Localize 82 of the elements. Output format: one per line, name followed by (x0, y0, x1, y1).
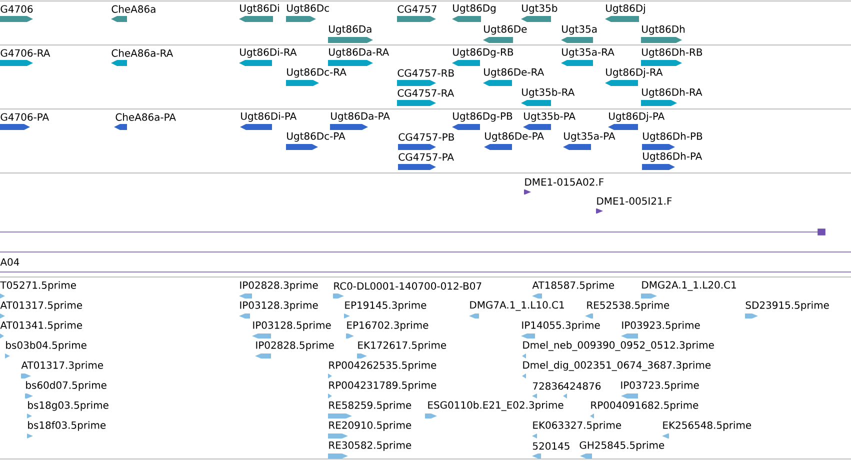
feature-label: Ugt86Di-PA (241, 112, 297, 122)
feature-label: RE58259.5prime (329, 401, 412, 411)
feature-label: Ugt86Dh-RB (642, 48, 702, 58)
feature-label: EK256548.5prime (663, 421, 752, 431)
feature-label: A04 (0, 258, 20, 266)
feature-label: Ugt86Da-RA (329, 48, 390, 58)
feature-label: CG4757-RB (398, 69, 454, 77)
feature-label: Ugt86Dh-RA (642, 88, 702, 98)
feature-label: RE20910.5prime (329, 421, 412, 431)
feature-label: RP004091682.5prime (591, 401, 698, 411)
feature-label: Ugt86Dj (606, 4, 645, 14)
feature-label: EP16702.3prime (347, 321, 428, 331)
feature-label: RE52538.5prime (587, 301, 670, 311)
feature-label: RP004231789.5prime (329, 381, 436, 391)
feature-label: AT01341.5prime (0, 321, 82, 331)
feature-label: Ugt86De (484, 25, 527, 35)
feature-label: CheA86a-PA (116, 113, 176, 121)
feature-label: bs03b04.5prime (6, 341, 86, 351)
feature-label: Ugt35b-RA (522, 88, 575, 98)
feature-label: EP19145.3prime (345, 301, 426, 311)
feature-label: IP03128.3prime (240, 301, 318, 311)
feature-label: 424876 (564, 382, 601, 390)
feature-label: Ugt86De-RA (484, 68, 544, 78)
feature-label: bs60d07.5prime (26, 381, 106, 391)
feature-label: IP02828.5prime (256, 341, 334, 351)
feature-label: 520145 (532, 442, 570, 450)
feature-label: Ugt35b-PA (524, 112, 576, 122)
feature-label: Ugt86Dh (642, 25, 685, 35)
feature-label: Ugt86Dc-PA (287, 132, 346, 142)
feature-label: T05271.5prime (0, 281, 76, 291)
feature-label: AT01317.3prime (21, 361, 104, 371)
feature-label: CG4757-PA (398, 153, 454, 161)
feature-label: RP004262535.5prime (329, 361, 436, 371)
feature-label: Dmel_neb_009390_0952_0512.3prime (523, 341, 714, 351)
feature-label: IP02828.3prime (240, 281, 318, 291)
feature-label: bs18g03.5prime (28, 401, 108, 411)
feature-label: Ugt86Di (240, 4, 279, 14)
feature-label: CheA86a-RA (112, 49, 174, 57)
feature-label: Ugt86Dg (453, 4, 496, 14)
feature-label: EK172617.5prime (358, 341, 446, 351)
feature-label: Dmel_dig_002351_0674_3687.3prime (523, 361, 711, 371)
feature-label: G4706-RA (0, 49, 50, 57)
feature-label: IP14055.3prime (522, 321, 600, 331)
feature-label: IP03723.5prime (621, 381, 699, 391)
feature-label: Ugt86Di-RA (240, 48, 297, 58)
feature-label: IP03923.5prime (622, 321, 700, 331)
feature-label: Ugt86Da (329, 25, 372, 35)
feature-label: RC0-DL0001-140700-012-B07 (334, 282, 482, 290)
feature-label: Ugt35a-RA (562, 48, 614, 58)
feature-label: Ugt35a-PA (564, 132, 616, 142)
feature-label: G4706-PA (0, 113, 49, 121)
feature-label: DME1-005I21.F (597, 197, 672, 205)
feature-label: 72836 (533, 382, 564, 390)
feature-label: IP03128.5prime (253, 321, 331, 331)
feature-label: CG4757 (398, 5, 436, 13)
feature-label: RE30582.5prime (329, 441, 412, 451)
feature-label: SD23915.5prime (746, 301, 829, 311)
feature-label: Ugt86Dh-PB (643, 132, 702, 142)
feature-label: CheA86a (112, 5, 156, 13)
feature-label: Ugt86Da-PA (331, 112, 390, 122)
feature-label: Ugt86Dh-PA (643, 152, 702, 162)
feature-label: Ugt86Dg-PB (453, 112, 512, 122)
feature-label: DMG7A.1_1.L10.C1 (470, 301, 564, 311)
feature-label: Ugt86De-PA (485, 132, 544, 142)
feature-label: EK063327.5prime (533, 421, 622, 431)
feature-label: GH25845.5prime (580, 441, 664, 451)
feature-label: CG4757-RA (398, 89, 454, 97)
feature-label: bs18f03.5prime (28, 421, 106, 431)
feature-label: AT18587.5prime (532, 281, 614, 291)
feature-label: Ugt86Dc (287, 4, 329, 14)
feature-label: Ugt86Dc-RA (287, 68, 346, 78)
feature-label: CG4757-PB (398, 133, 454, 141)
feature-label: ESG0110b.E21_E02.3prime (428, 401, 564, 411)
feature-label: Ugt86Dj-PA (609, 112, 665, 122)
feature-label: Ugt35b (522, 4, 558, 14)
feature-label: DME1-015A02.F (525, 178, 604, 186)
feature-label: Ugt86Dj-RA (606, 68, 663, 78)
feature-label: DMG2A.1_1.L20.C1 (642, 281, 736, 291)
feature-label: Ugt35a (562, 25, 597, 35)
feature-label: AT01317.5prime (0, 301, 82, 311)
feature-label: Ugt86Dg-RB (453, 48, 514, 58)
feature-label: G4706 (0, 5, 33, 13)
